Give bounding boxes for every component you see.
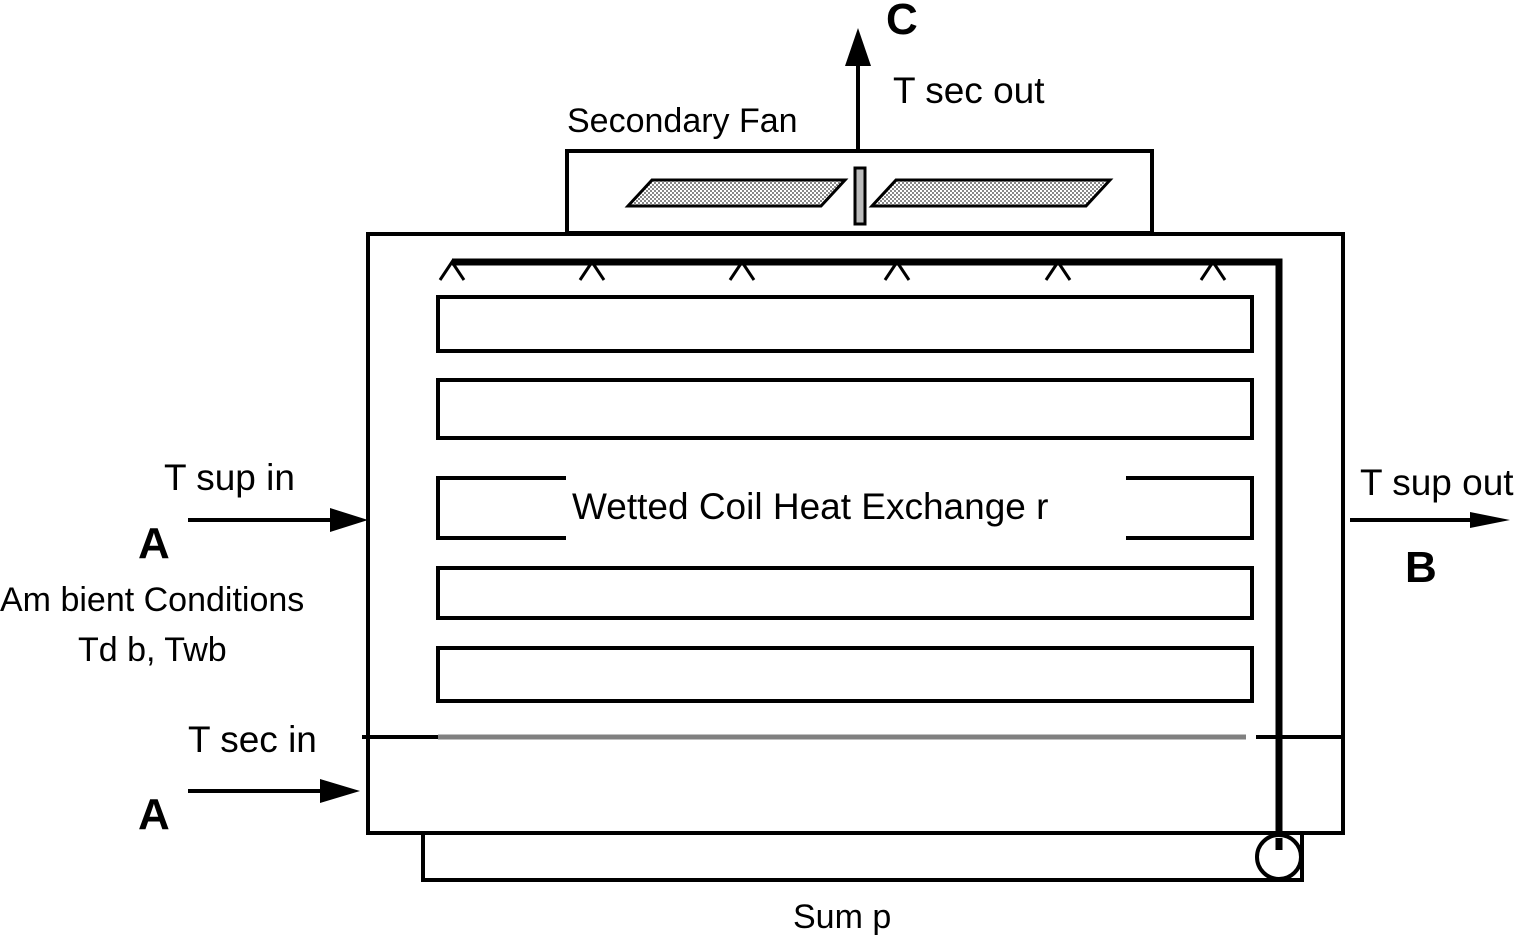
t-sec-in-label: T sec in bbox=[188, 719, 317, 760]
fan-hub bbox=[853, 166, 867, 226]
secondary-fan-label: Secondary Fan bbox=[567, 102, 798, 140]
fan-blade-icon bbox=[868, 178, 1114, 208]
heat-exchanger-label: Wetted Coil Heat Exchange r bbox=[572, 486, 1048, 527]
secondary-in-arrow-icon bbox=[188, 779, 360, 803]
supply-in-arrow-icon bbox=[188, 508, 368, 532]
point-a-label: A bbox=[138, 519, 170, 568]
fan-blade-icon bbox=[624, 178, 849, 208]
t-sup-out-label: T sup out bbox=[1360, 462, 1514, 503]
point-b-label: B bbox=[1405, 543, 1437, 592]
coil-tube bbox=[436, 646, 1254, 703]
sump-label: Sum p bbox=[793, 898, 891, 936]
coil-tube bbox=[436, 378, 1254, 440]
coil-tube bbox=[436, 295, 1254, 353]
ambient-temps-label: Td b, Twb bbox=[78, 631, 227, 669]
supply-out-arrow-icon bbox=[1350, 512, 1510, 528]
sump-basin bbox=[421, 831, 1304, 882]
spray-nozzle-icon bbox=[438, 259, 1227, 281]
exhaust-arrow-icon bbox=[845, 28, 871, 150]
t-sec-out-label: T sec out bbox=[893, 70, 1045, 111]
point-a-label: A bbox=[138, 790, 170, 839]
pump-icon bbox=[1255, 833, 1303, 881]
point-c-label: C bbox=[886, 0, 918, 44]
heat-exchanger-label-bg bbox=[566, 470, 1126, 550]
t-sup-in-label: T sup in bbox=[164, 457, 295, 498]
ambient-conditions-label: Am bient Conditions bbox=[0, 581, 304, 619]
spray-pipe bbox=[452, 258, 1283, 850]
coil-tube bbox=[436, 566, 1254, 620]
